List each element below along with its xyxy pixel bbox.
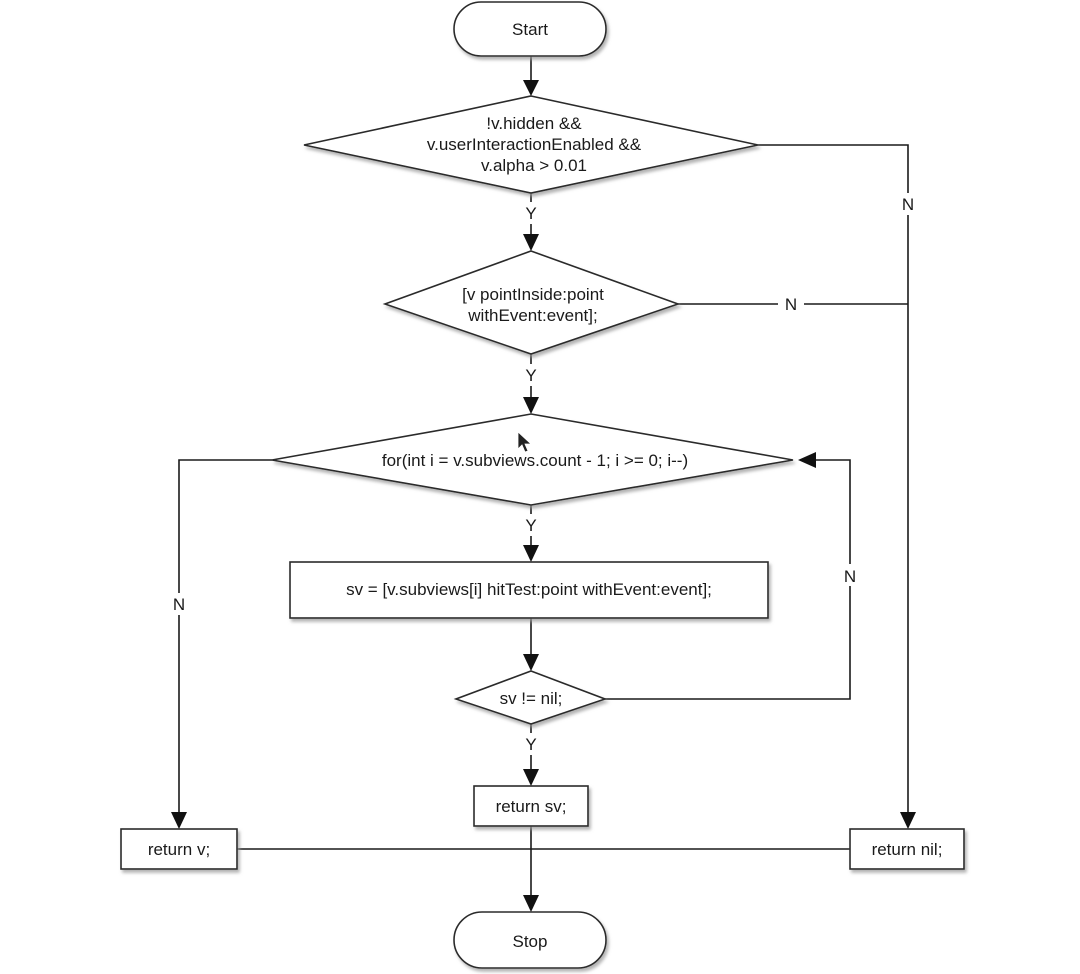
visibility-check-line-3: v.alpha > 0.01 (481, 156, 587, 175)
arrowhead (523, 545, 539, 562)
stop-node: Stop (453, 911, 607, 969)
label-for-loop-no: N (173, 595, 185, 614)
label-sv-not-nil-no: N (844, 567, 856, 586)
for-loop-decision: for(int i = v.subviews.count - 1; i >= 0… (271, 413, 794, 506)
visibility-check-line-1: !v.hidden && (486, 114, 582, 133)
stop-label: Stop (513, 932, 548, 951)
arrowhead (171, 812, 187, 829)
visibility-check-decision: !v.hidden && v.userInteractionEnabled &&… (303, 95, 759, 194)
label-sv-not-nil-yes: Y (525, 735, 536, 754)
point-inside-line-2: withEvent:event]; (467, 306, 597, 325)
arrowhead (523, 654, 539, 671)
edge-labels: Y Y Y Y N N N N (168, 193, 919, 755)
start-node: Start (453, 1, 607, 57)
return-v-label: return v; (148, 840, 210, 859)
arrowhead (523, 895, 539, 912)
edge-for-loop-no (178, 459, 272, 812)
hit-test-label: sv = [v.subviews[i] hitTest:point withEv… (346, 580, 712, 599)
return-nil-label: return nil; (872, 840, 943, 859)
return-v-process: return v; (120, 828, 238, 870)
arrowhead (900, 812, 916, 829)
point-inside-line-1: [v pointInside:point (462, 285, 604, 304)
for-loop-label: for(int i = v.subviews.count - 1; i >= 0… (382, 451, 688, 470)
label-point-inside-no: N (785, 295, 797, 314)
point-inside-decision: [v pointInside:point withEvent:event]; (382, 250, 681, 355)
label-visible-yes: Y (525, 204, 536, 223)
mouse-cursor-icon (517, 431, 533, 453)
arrowhead (523, 397, 539, 414)
arrowhead (798, 452, 816, 468)
arrowhead (523, 234, 539, 251)
label-point-inside-yes: Y (525, 366, 536, 385)
hit-test-process: sv = [v.subviews[i] hitTest:point withEv… (289, 561, 769, 619)
sv-not-nil-label: sv != nil; (500, 689, 563, 708)
return-sv-label: return sv; (496, 797, 567, 816)
sv-not-nil-decision: sv != nil; (453, 670, 608, 725)
return-nil-process: return nil; (849, 828, 965, 870)
label-visible-no: N (902, 195, 914, 214)
visibility-check-line-2: v.userInteractionEnabled && (427, 135, 642, 154)
return-sv-process: return sv; (473, 785, 589, 827)
start-label: Start (512, 20, 548, 39)
label-for-loop-yes: Y (525, 516, 536, 535)
arrowhead (523, 769, 539, 786)
edge-visible-no (758, 144, 909, 812)
arrowhead (523, 80, 539, 96)
